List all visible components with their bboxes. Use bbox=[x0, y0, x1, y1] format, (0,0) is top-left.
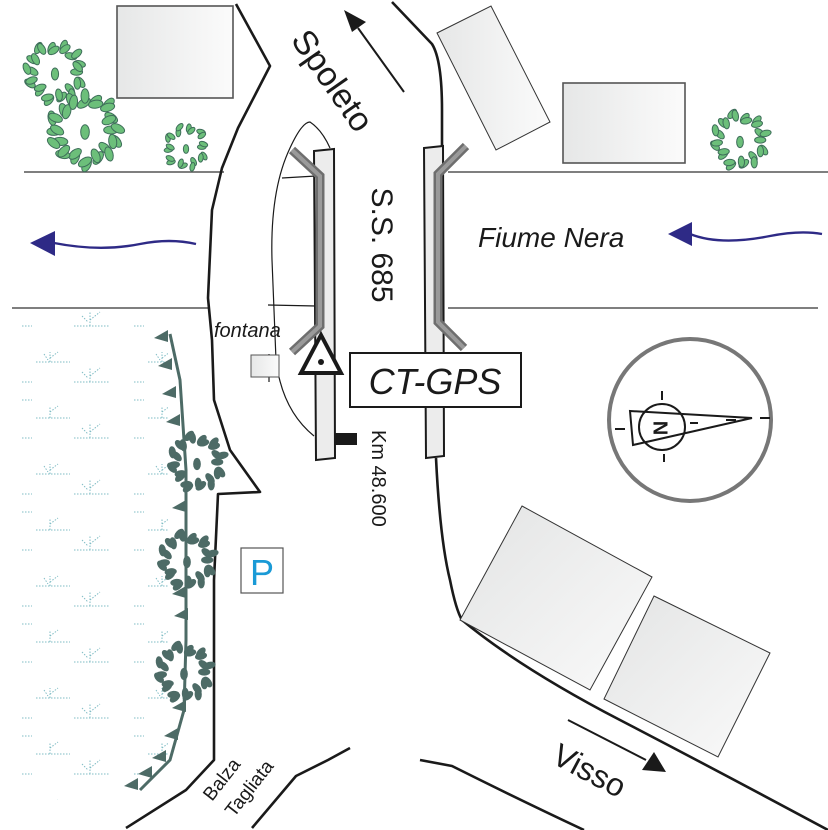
road-name-label: S.S. 685 bbox=[365, 187, 398, 302]
building-se-1 bbox=[459, 505, 653, 691]
building-nw bbox=[116, 5, 234, 99]
cliff-tooth bbox=[152, 750, 166, 762]
river-label: Fiume Nera bbox=[478, 222, 624, 253]
cliff-tooth bbox=[124, 778, 138, 790]
river-bank-mid-top bbox=[281, 175, 317, 179]
triangulation-point-icon bbox=[297, 330, 345, 375]
cliff-tooth bbox=[172, 500, 186, 512]
tree-nw-2 bbox=[46, 88, 126, 173]
cliff-tooth bbox=[158, 358, 172, 370]
tree-hedge-3 bbox=[154, 640, 216, 703]
road-edge-east-south bbox=[434, 457, 828, 830]
building-se-2 bbox=[603, 595, 771, 758]
cliff-tooth bbox=[174, 608, 188, 620]
road-edge-east bbox=[391, 1, 444, 146]
road-edge-west bbox=[125, 3, 272, 830]
cliff-tooth bbox=[172, 700, 186, 712]
compass-letter: N bbox=[650, 421, 672, 435]
fontana-label: fontana bbox=[214, 320, 281, 342]
direction-arrow-spoleto-icon bbox=[344, 10, 405, 93]
cliff-edge bbox=[124, 330, 188, 792]
cliff-tooth bbox=[172, 586, 186, 598]
tree-nw-3 bbox=[163, 123, 209, 172]
direction-arrow-visso-icon bbox=[567, 719, 666, 772]
building-n-rotated bbox=[436, 5, 551, 151]
side-road-south bbox=[419, 758, 585, 830]
cliff-tooth bbox=[154, 330, 168, 342]
km-label: Km 48.600 bbox=[367, 430, 389, 527]
station-label-box bbox=[349, 352, 522, 408]
fontana-box bbox=[250, 354, 280, 378]
river-flow-arrow-icon bbox=[30, 231, 197, 256]
cliff-line bbox=[138, 333, 188, 792]
cliff-tooth bbox=[166, 414, 180, 426]
north-arrow-icon: N bbox=[607, 337, 773, 503]
guardrail-west-inner bbox=[290, 148, 322, 354]
building-ne bbox=[562, 82, 686, 164]
tree-nw-1 bbox=[22, 39, 86, 106]
parking-label: P bbox=[250, 552, 274, 593]
grass-field bbox=[18, 310, 168, 800]
river-bank-mid-bottom bbox=[267, 304, 317, 307]
parking-icon: P bbox=[240, 547, 284, 594]
guardrail-east-inner bbox=[436, 144, 468, 350]
river-flow-arrow-east-icon bbox=[668, 222, 823, 246]
island-outline bbox=[271, 121, 331, 437]
cliff-tooth bbox=[138, 766, 152, 778]
cliff-tooth bbox=[164, 728, 178, 740]
trees bbox=[22, 39, 772, 703]
station-label: CT-GPS bbox=[369, 361, 502, 402]
km-marker-post bbox=[334, 433, 357, 445]
cliff-tooth bbox=[162, 386, 176, 398]
side-road-south-west bbox=[251, 746, 351, 829]
tree-hedge-1 bbox=[167, 430, 229, 493]
tree-ne bbox=[710, 108, 772, 171]
guardrail-east bbox=[433, 142, 470, 352]
guardrail-west bbox=[288, 146, 325, 356]
